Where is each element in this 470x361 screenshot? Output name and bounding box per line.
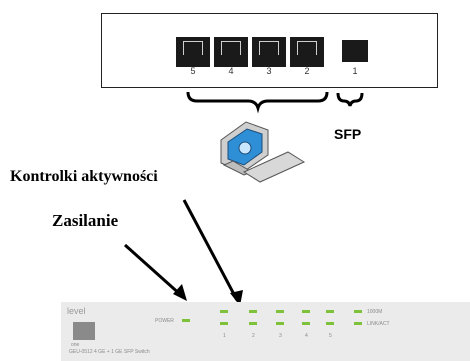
activity-led-label: Kontrolki aktywności: [10, 168, 158, 185]
power-arrow: [123, 243, 184, 298]
led-number: 1: [223, 333, 226, 339]
rj45-port-2: [290, 37, 324, 67]
power-arrow-head: [173, 284, 187, 301]
port-number: 2: [304, 66, 310, 76]
led-link-4: [302, 322, 310, 325]
led-1000m-3: [276, 310, 284, 313]
led-number: 5: [329, 333, 332, 339]
legend-linkact-text: LINK/ACT: [367, 321, 390, 327]
power-led-label: Zasilanie: [52, 211, 119, 230]
port-number: 5: [190, 66, 196, 76]
model-text: GEU-0512 4 GE + 1 GE SFP Switch: [69, 349, 150, 355]
port-number: 4: [228, 66, 234, 76]
port-number: 3: [266, 66, 272, 76]
led-number: 3: [279, 333, 282, 339]
led-1000m-5: [326, 310, 334, 313]
led-link-5: [326, 322, 334, 325]
rj45-port-5: [176, 37, 210, 67]
sfp-brace: [336, 92, 364, 107]
led-number: 4: [305, 333, 308, 339]
led-1000m-1: [220, 310, 228, 313]
sfp-port: [342, 40, 368, 62]
led-link-2: [249, 322, 257, 325]
sfp-port-number: 1: [352, 66, 358, 76]
power-led: [182, 319, 190, 322]
activity-arrow: [182, 199, 239, 301]
led-number: 2: [252, 333, 255, 339]
legend-linkact-led: [354, 322, 362, 325]
legend-1000m-led: [354, 310, 362, 313]
led-1000m-2: [249, 310, 257, 313]
rj45-group-brace: [186, 91, 329, 114]
brand-text-top: level: [67, 306, 86, 316]
rj45-port-4: [214, 37, 248, 67]
sfp-label: SFP: [334, 126, 362, 142]
brand-text-bottom: one: [71, 342, 80, 348]
led-link-3: [276, 322, 284, 325]
brand-logo: level: [67, 307, 97, 316]
switch-back-panel: 5 4 3 2 1: [101, 13, 438, 88]
led-link-1: [220, 322, 228, 325]
led-1000m-4: [302, 310, 310, 313]
computer-icon: [220, 121, 306, 183]
legend-1000m-text: 1000M: [367, 309, 383, 315]
rj45-port-3: [252, 37, 286, 67]
brand-logo-mark: [73, 322, 95, 340]
power-text: POWER: [155, 318, 174, 324]
switch-front-panel: level one GEU-0512 4 GE + 1 GE SFP Switc…: [61, 302, 470, 361]
